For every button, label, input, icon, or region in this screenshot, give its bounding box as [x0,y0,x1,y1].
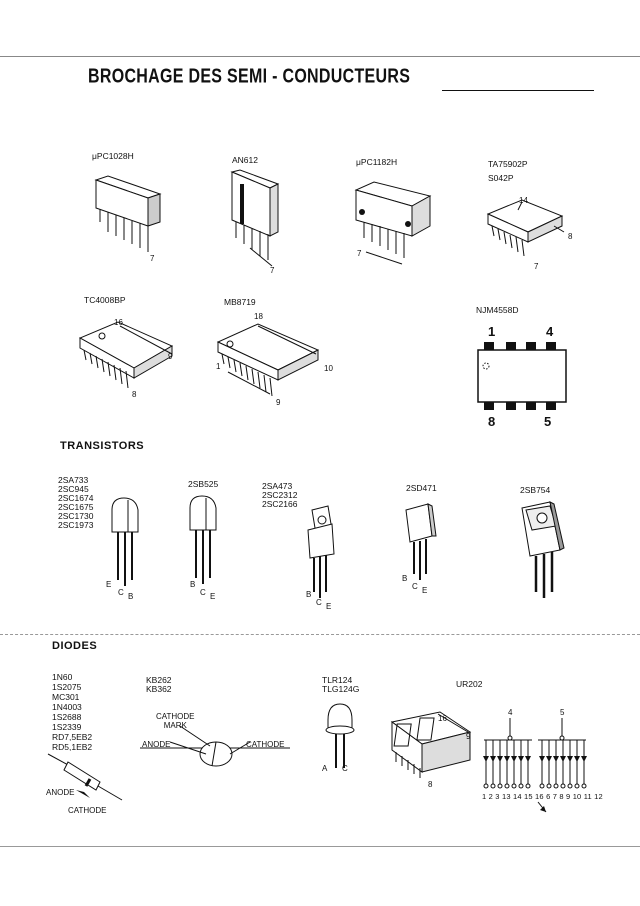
transistors-heading: TRANSISTORS [60,440,145,452]
transistor-group3-labels: 2SA473 2SC2312 2SC2166 [262,481,298,509]
mb8719-pin-bottom: 9 [276,398,281,407]
upc1028h-label: μPC1028H [92,151,134,161]
display-pin-8: 8 [428,780,433,789]
ta75902p-pin-bottom: 7 [534,262,539,271]
njm4558d-pin-bl: 8 [488,414,496,429]
ta75902p-drawing [484,196,574,276]
an612-label: AN612 [232,155,258,165]
an612-drawing [226,170,296,280]
tc4008bp-label: TC4008BP [84,295,126,305]
group3-e: E [326,602,332,611]
mb8719-pin-left: 1 [216,362,221,371]
njm4558d-drawing [470,342,580,410]
group4-c: C [412,582,418,591]
page-title: BROCHAGE DES SEMI - CONDUCTEURS [88,66,411,88]
ta75902p-pin-right: 8 [568,232,573,241]
diodes-heading: DIODES [52,640,98,652]
top-rule [0,56,640,57]
upc1028h-drawing [88,170,178,270]
transistor-group1-drawing [104,496,164,596]
led-drawing [322,702,362,782]
an612-pin: 7 [270,266,275,275]
upc1182h-label: μPC1182H [356,157,398,167]
transistor-group2-drawing [184,494,244,594]
led-c: C [342,764,348,773]
small-diode-cathode: CATHODE [68,806,107,815]
seven-segment-display [388,704,478,794]
tc4008bp-pin-bottom: 8 [132,390,137,399]
transistor-group5-labels: 2SB754 [520,485,551,495]
title-underline [442,90,594,91]
njm4558d-pin-tr: 4 [546,324,554,339]
njm4558d-label: NJM4558D [476,305,519,315]
display-pin-16: 16 [438,714,447,723]
tlr-labels: TLR124 TLG124G [322,675,360,694]
transistor-group2-labels: 2SB525 [188,479,219,489]
upc1182h-drawing [350,176,440,276]
kb-cathode: CATHODE [246,740,285,749]
group1-c: C [118,588,124,597]
transistor-group1-labels: 2SA733 2SC945 2SC1674 2SC1675 2SC1730 2S… [58,475,94,530]
tc4008bp-pin-right: 9 [168,352,173,361]
group2-e: E [210,592,216,601]
ur202-label: UR202 [456,679,483,689]
transistor-group4-drawing [400,500,450,590]
upc1182h-pin: 7 [357,249,362,258]
diode-list: 1N60 1S2075 MC301 1N4003 1S2688 1S2339 R… [52,672,93,752]
group3-c: C [316,598,322,607]
group2-c: C [200,588,206,597]
cathode-mark-label: CATHODE MARK [156,712,195,730]
led-array-schematic [483,718,587,818]
led-a: A [322,764,328,773]
transistor-group5-drawing [514,500,574,610]
led-array-pin-5: 5 [560,708,565,717]
display-pin-9: 9 [466,732,471,741]
mb8719-drawing [214,318,334,408]
tc4008bp-drawing [76,316,186,406]
upc1028h-pin: 7 [150,254,155,263]
mid-rule [0,634,640,635]
ta75902p-pin-top: 14 [519,196,528,205]
njm4558d-pin-tl: 1 [488,324,496,339]
mb8719-pin-top: 18 [254,312,263,321]
small-diode-anode: ANODE [46,788,75,797]
group4-b: B [402,574,408,583]
group1-e: E [106,580,112,589]
bridge-diode-drawing [140,724,300,774]
mb8719-pin-right: 10 [324,364,333,373]
small-diode-drawing [46,752,136,822]
s042p-label: S042P [488,173,514,183]
group3-b: B [306,590,312,599]
kb-labels: KB262 KB362 [146,675,172,694]
group1-b: B [128,592,134,601]
ta75902p-label: TA75902P [488,159,528,169]
led-array-pin-numbers: 1 2 3 13 14 15 16 6 7 8 9 10 11 12 [482,792,603,801]
group2-b: B [190,580,196,589]
transistor-group3-drawing [298,504,348,604]
kb-anode: ANODE [142,740,171,749]
transistor-group4-labels: 2SD471 [406,483,437,493]
led-array-pin-4: 4 [508,708,513,717]
group4-e: E [422,586,428,595]
bottom-rule [0,846,640,847]
tc4008bp-pin-top: 16 [114,318,123,327]
njm4558d-pin-br: 5 [544,414,552,429]
mb8719-label: MB8719 [224,297,256,307]
